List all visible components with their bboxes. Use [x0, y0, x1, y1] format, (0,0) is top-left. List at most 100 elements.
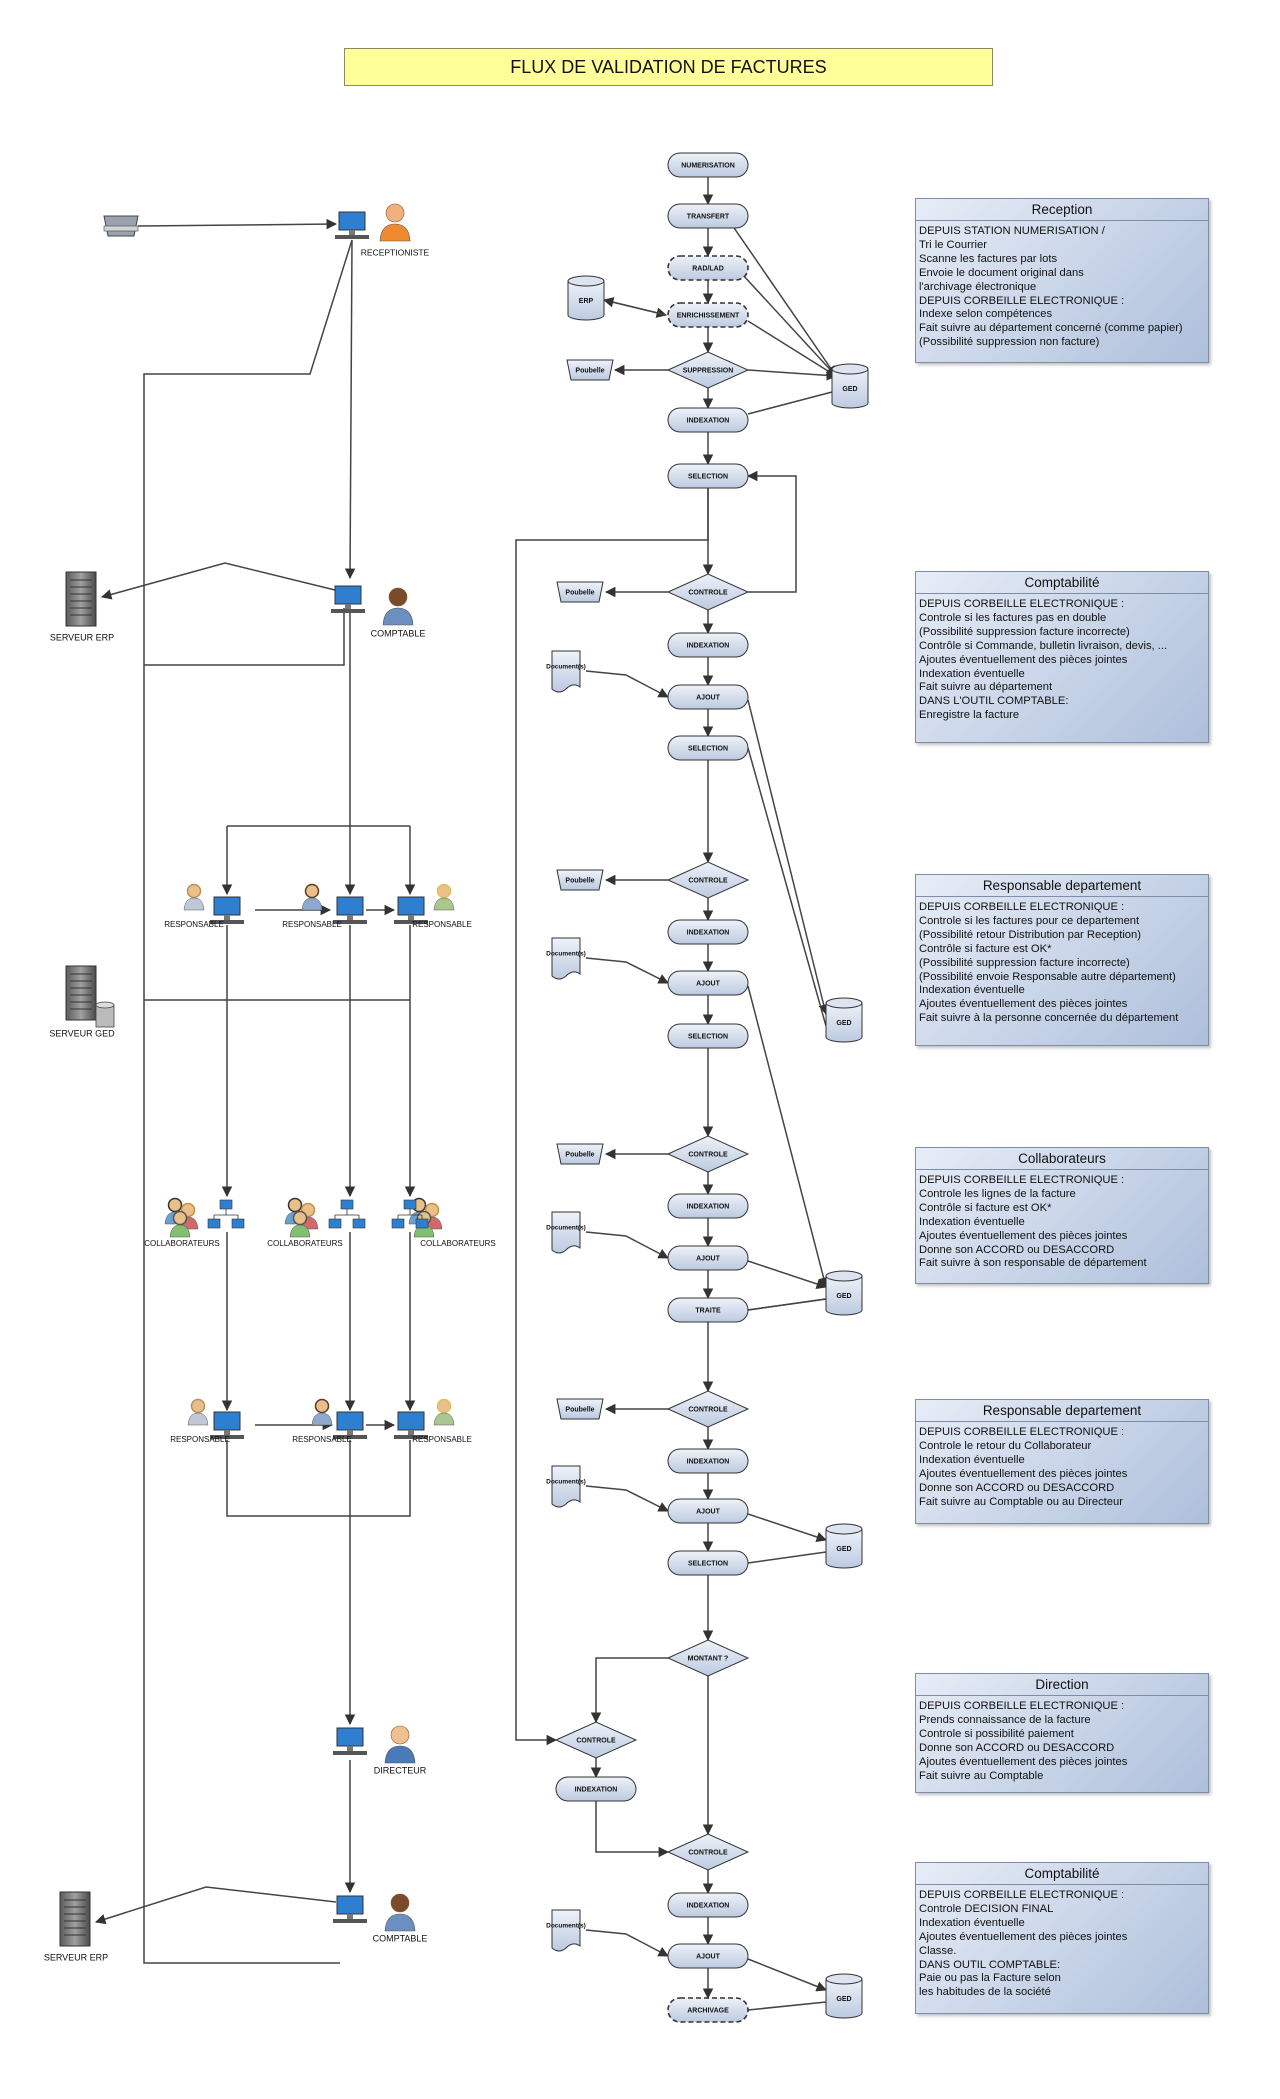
enrichissement-to-erp [602, 297, 667, 316]
note-title: Responsable departement [916, 875, 1208, 897]
node-indexation: INDEXATION [667, 1448, 749, 1474]
node-ajout: AJOUT [667, 1498, 749, 1524]
node-indexation: INDEXATION [667, 407, 749, 433]
note-collaborateurs: Collaborateurs DEPUIS CORBEILLE ELECTRON… [915, 1147, 1209, 1284]
responsable-label: RESPONSABLE [170, 1435, 230, 1444]
node-documents-label: Document(s) [546, 951, 586, 958]
person-head [287, 1197, 303, 1213]
node-ged: GED [825, 1973, 863, 2019]
node-ged-label: GED [836, 1546, 851, 1553]
net-node [340, 1199, 354, 1210]
node-controle-direction: CONTROLE [554, 1721, 638, 1759]
node-ged-body [825, 1529, 863, 1569]
node-indexation-label: INDEXATION [687, 642, 730, 649]
node-ajout-label: AJOUT [696, 1508, 720, 1515]
node-suppression: SUPPRESSION [666, 351, 750, 389]
person-head [388, 587, 408, 607]
node-poubelle-label: Poubelle [565, 1151, 594, 1158]
node-indexation-label: INDEXATION [687, 417, 730, 424]
node-selection-shape [667, 1550, 749, 1576]
node-selection-label: SELECTION [688, 745, 728, 752]
responsable-row2-bottom-bar [226, 1440, 411, 1517]
node-ged-top [831, 363, 869, 375]
node-archivage-label: ARCHIVAGE [687, 2007, 729, 2014]
note-title: Reception [916, 199, 1208, 221]
node-documents-shape [551, 1909, 581, 1952]
node-suppression-label: SUPPRESSION [683, 367, 734, 374]
monitor-stand [224, 915, 230, 920]
node-radlad-shape [667, 255, 749, 281]
person-body [384, 1913, 416, 1932]
person-body [301, 897, 323, 911]
node-ged-label: GED [842, 386, 857, 393]
server-tower [59, 1891, 91, 1947]
comptable-icon [384, 1893, 416, 1932]
node-indexation-direction-shape [555, 1776, 637, 1802]
scanner-lid [103, 225, 139, 232]
document-to-ajout [585, 670, 669, 698]
node-selection-label: SELECTION [688, 473, 728, 480]
person-body [379, 223, 411, 242]
node-indexation-shape [667, 1193, 749, 1219]
node-indexation-label: INDEXATION [687, 1458, 730, 1465]
net-links [213, 1209, 239, 1219]
node-selection-label: SELECTION [688, 1560, 728, 1567]
node-documents-label: Document(s) [546, 664, 586, 671]
responsable-computer-icon [210, 1411, 244, 1439]
node-numerisation: NUMERISATION [667, 152, 749, 178]
ged-to-selection [747, 1298, 827, 1311]
node-erp-database-label: ERP [579, 298, 594, 305]
responsable-label: RESPONSABLE [292, 1435, 352, 1444]
ged-server-icon [65, 965, 97, 1021]
net-links [397, 1209, 423, 1219]
comptable-label: COMPTABLE [373, 1933, 428, 1943]
ged-to-selection [747, 747, 827, 1027]
node-documents-label: Document(s) [546, 1225, 586, 1232]
node-indexation: INDEXATION [667, 1892, 749, 1918]
person-head [186, 883, 202, 899]
node-ajout-shape [667, 1943, 749, 1969]
document-to-ajout [585, 1485, 669, 1512]
receptionist-icon [379, 203, 411, 242]
monitor-screen [397, 896, 425, 916]
responsable-computer-icon [333, 896, 367, 924]
node-documents: Document(s) [546, 1465, 586, 1508]
node-poubelle: Poubelle [566, 359, 614, 381]
monitor-stand [347, 1746, 353, 1751]
person-head [172, 1210, 188, 1226]
node-selection: SELECTION [667, 1023, 749, 1049]
node-ged-top [825, 1270, 863, 1282]
person-body [183, 897, 205, 911]
keyboard [394, 920, 428, 924]
monitor-stand [224, 1430, 230, 1435]
node-documents: Document(s) [546, 1211, 586, 1254]
node-ged-top [825, 1973, 863, 1985]
node-ajout-shape [667, 970, 749, 996]
net-node [415, 1218, 429, 1229]
to-ged-link [747, 369, 838, 381]
node-controle-final-shape [666, 1833, 750, 1871]
node-controle: CONTROLE [666, 573, 750, 611]
node-selection-shape [667, 735, 749, 761]
node-documents-shape [551, 1211, 581, 1254]
ajout-to-ged [747, 985, 829, 1289]
node-ged: GED [831, 363, 869, 409]
person-body [169, 1224, 191, 1238]
node-ajout-shape [667, 684, 749, 710]
node-ged-label: GED [836, 1020, 851, 1027]
note-responsable-1: Responsable departement DEPUIS CORBEILLE… [915, 874, 1209, 1046]
node-documents: Document(s) [546, 1909, 586, 1952]
comptable-icon [382, 587, 414, 626]
to-ged-link [741, 273, 837, 377]
node-numerisation-shape [667, 152, 749, 178]
reception-to-comptable [344, 239, 356, 580]
responsable-label: RESPONSABLE [164, 920, 224, 929]
node-poubelle-label: Poubelle [565, 877, 594, 884]
responsable-icon [311, 1398, 333, 1426]
net-node [328, 1218, 342, 1229]
responsable-label: RESPONSABLE [412, 920, 472, 929]
node-ged-top [825, 997, 863, 1009]
node-controle-label: CONTROLE [688, 1151, 728, 1158]
node-controle-label: CONTROLE [688, 1406, 728, 1413]
